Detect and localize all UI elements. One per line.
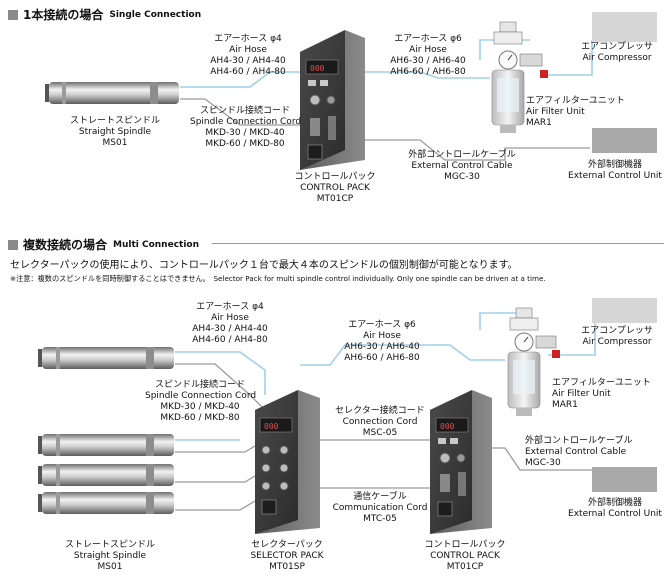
section2-note: ※注意：複数のスピンドルを同時制御することはできません。 Selector Pa… [10, 274, 546, 283]
section2-control-pack-image: 000 [430, 390, 492, 534]
section1-control-pack-label: コントロールパック CONTROL PACK MT01CP [294, 172, 376, 204]
section1-spindle [45, 82, 179, 104]
section2-spindle-1 [38, 347, 174, 369]
section1-title-jp: 1本接続の場合 [23, 8, 104, 22]
section1-compressor-box [592, 12, 657, 42]
svg-text:000: 000 [264, 422, 279, 431]
section2-air-hose-lines [175, 312, 596, 441]
section1-air-hose6-label: エアーホース φ6 Air Hose AH6-30 / AH6-40 AH6-6… [390, 34, 466, 77]
section2-cord-label: スピンドル接続コード Spindle Connection Cord MKD-3… [145, 380, 257, 423]
section1-air-hose4-label: エアーホース φ4 Air Hose AH4-30 / AH4-40 AH4-6… [210, 34, 286, 77]
section2-divider [212, 243, 664, 244]
section2-header: 複数接続の場合 Multi Connection [8, 236, 199, 253]
section2-selector-cord-label: セレクター接続コード Connection Cord MSC-05 [335, 406, 425, 438]
section1-square-icon [8, 9, 18, 20]
section2-compressor-label: エアコンプレッサ Air Compressor [581, 326, 653, 347]
section1-filter-image [491, 21, 548, 133]
section1-ext-unit-box [592, 128, 657, 153]
section2-ext-unit-box [592, 467, 657, 492]
section2-filter-label: エアフィルターユニット Air Filter Unit MAR1 [552, 378, 651, 410]
svg-text:000: 000 [310, 64, 325, 73]
section2-square-icon [8, 239, 18, 250]
section1-filter-label: エアフィルターユニット Air Filter Unit MAR1 [526, 96, 625, 128]
section1-spindle-label: ストレートスピンドル Straight Spindle MS01 [69, 116, 160, 148]
section1-title-en: Single Connection [109, 9, 202, 20]
section2-title-jp: 複数接続の場合 [23, 238, 108, 252]
section2-ext-cable-label: 外部コントロールケーブル External Control Cable MGC-… [525, 436, 633, 468]
section1-ext-unit-label: 外部制御機器 External Control Unit [568, 160, 662, 181]
section1-control-pack-image: 000 [300, 30, 365, 170]
section2-comm-cable-label: 通信ケーブル Communication Cord MTC-05 [332, 492, 428, 524]
svg-text:000: 000 [440, 422, 455, 431]
section1-cable-lines [180, 98, 590, 161]
section2-selector-pack-image: 000 [255, 390, 320, 534]
section2-spindle-2 [38, 434, 174, 456]
section2-spindle-4 [38, 492, 174, 514]
section2-spindle-3 [38, 464, 174, 486]
section1-cord-label: スピンドル接続コード Spindle Connection Cord MKD-3… [190, 106, 302, 149]
section2-air-hose6-label: エアーホース φ6 Air Hose AH6-30 / AH6-40 AH6-6… [344, 320, 420, 363]
section1-header: 1本接続の場合 Single Connection [8, 6, 201, 23]
section2-title-en: Multi Connection [113, 239, 200, 250]
section1-ext-cable-label: 外部コントロールケーブル External Control Cable MGC-… [408, 150, 516, 182]
section2-filter-image [507, 307, 560, 416]
section2-selector-pack-label: セレクターパック SELECTOR PACK MT01SP [250, 540, 324, 572]
section2-control-pack-label: コントロールパック CONTROL PACK MT01CP [424, 540, 506, 572]
section2-compressor-box [592, 298, 657, 323]
section1-compressor-label: エアコンプレッサ Air Compressor [581, 42, 653, 63]
section2-ext-unit-label: 外部制御機器 External Control Unit [568, 498, 662, 519]
section2-spindle-label: ストレートスピンドル Straight Spindle MS01 [64, 540, 155, 572]
section2-description: セレクターパックの使用により、コントロールパック１台で最大４本のスピンドルの個別… [10, 260, 518, 271]
section2-air-hose4-label: エアーホース φ4 Air Hose AH4-30 / AH4-40 AH4-6… [192, 302, 268, 345]
